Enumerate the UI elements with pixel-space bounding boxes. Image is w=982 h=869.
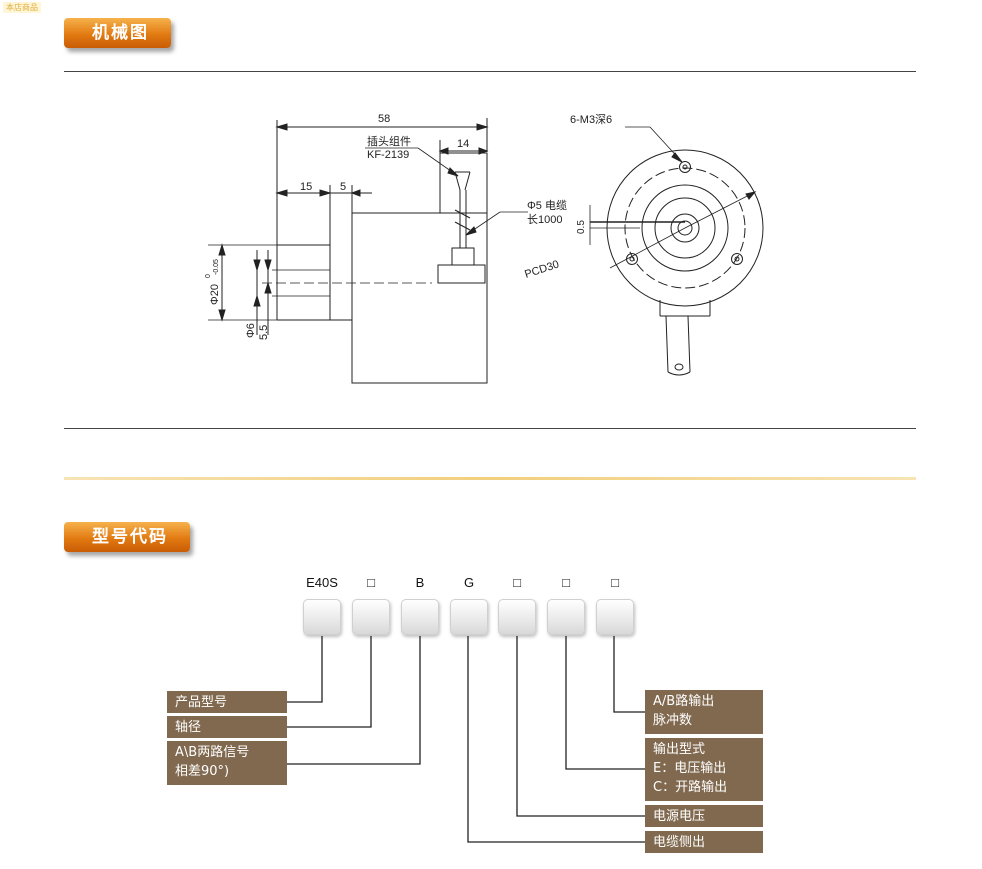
code-label-6: □ xyxy=(611,575,619,590)
card-cable-side: 电缆侧出 xyxy=(645,831,763,853)
dia20-tol-top: 0 xyxy=(205,274,212,278)
card-product-model: 产品型号 xyxy=(167,691,287,713)
code-label-4: □ xyxy=(513,575,521,590)
top-divider xyxy=(64,71,916,72)
dia20-tol-bottom: -0.05 xyxy=(213,259,220,275)
code-label-3: G xyxy=(463,575,475,590)
card-product-model-text: 产品型号 xyxy=(175,695,228,710)
connector-product-model xyxy=(287,636,323,703)
card-phase-difference: A\B两路信号 相差90°) xyxy=(167,741,287,785)
card-output-type-line1: 输出型式 xyxy=(653,742,706,757)
model-code-title: 型号代码 xyxy=(64,522,190,552)
card-pulse-count: A/B路输出 脉冲数 xyxy=(645,690,763,734)
card-cable-side-text: 电缆侧出 xyxy=(653,835,706,850)
dim-58-label: 58 xyxy=(378,113,390,125)
connector-cable-side xyxy=(467,636,645,843)
card-output-type-line3: C：开路输出 xyxy=(653,780,728,795)
dia20-label: Φ20 xyxy=(209,284,221,305)
cable-label-line1: Φ5 电缆 xyxy=(527,199,567,212)
dim-14-label: 14 xyxy=(457,138,469,150)
gold-divider xyxy=(64,477,916,480)
code-box-6 xyxy=(596,599,634,635)
mechanical-drawing: 58 14 15 5 插头组件 KF-2139 Φ5 电缆 长1000 6-M3… xyxy=(205,113,764,384)
plug-connector-outline xyxy=(439,152,488,214)
bottom-divider xyxy=(64,428,916,429)
screw-spec-label: 6-M3深6 xyxy=(570,113,612,126)
connector-phase xyxy=(287,636,421,765)
watermark: 本店商品 xyxy=(3,2,41,13)
card-supply-voltage: 电源电压 xyxy=(645,805,763,827)
connector-output-type xyxy=(565,636,645,770)
dia6-label: Φ6 xyxy=(245,323,257,338)
dim-0-5-label: 0.5 xyxy=(576,220,587,234)
plug-label-line1: 插头组件 xyxy=(367,134,411,148)
connector-shaft xyxy=(287,636,372,728)
card-pulse-count-line2: 脉冲数 xyxy=(653,713,693,728)
code-box-2 xyxy=(401,599,439,635)
card-phase-difference-line2: 相差90°) xyxy=(175,764,230,779)
card-pulse-count-line1: A/B路输出 xyxy=(653,694,715,709)
card-supply-voltage-text: 电源电压 xyxy=(653,809,706,824)
card-phase-difference-line1: A\B两路信号 xyxy=(175,745,250,760)
code-label-0: E40S xyxy=(306,575,338,590)
code-box-0 xyxy=(303,599,341,635)
code-box-1 xyxy=(352,599,390,635)
connector-supply-voltage xyxy=(516,636,645,817)
code-box-4 xyxy=(498,599,536,635)
code-label-1: □ xyxy=(367,575,375,590)
card-shaft-diameter-text: 轴径 xyxy=(175,720,202,735)
cable-label-line2: 长1000 xyxy=(527,213,562,226)
code-label-5: □ xyxy=(562,575,570,590)
plug-label-line2: KF-2139 xyxy=(367,149,409,161)
code-label-2: B xyxy=(415,575,425,590)
card-output-type-line2: E：电压输出 xyxy=(653,761,727,776)
code-box-5 xyxy=(547,599,585,635)
dim-5-label: 5 xyxy=(340,181,346,193)
mechanical-drawing-title: 机械图 xyxy=(64,18,171,48)
code-box-3 xyxy=(450,599,488,635)
card-shaft-diameter: 轴径 xyxy=(167,716,287,738)
dim-15-label: 15 xyxy=(300,181,312,193)
dim-5-5-label: 5.5 xyxy=(258,325,270,340)
connector-pulse-count xyxy=(613,636,645,713)
card-output-type: 输出型式 E：电压输出 C：开路输出 xyxy=(645,738,763,801)
encoder-flange-outline xyxy=(329,192,353,321)
